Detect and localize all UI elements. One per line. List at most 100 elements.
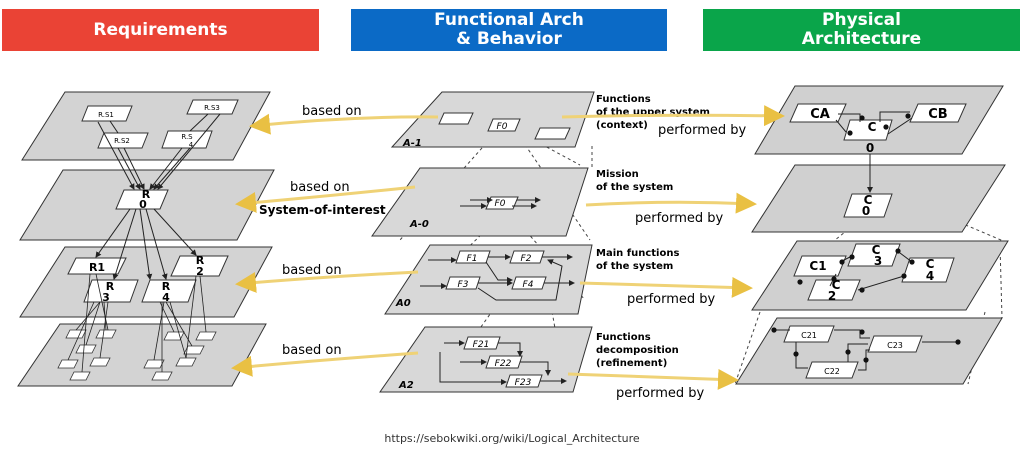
architecture-diagram: R.S1 R.S3 R.S2 R.S 4 R 0 R1 R 2 R 3 R 4 (17, 85, 1009, 401)
func-caption-l1-c: (context) (596, 120, 648, 131)
func-tag-a-1: A-1 (402, 138, 422, 149)
req-label-r3-b: 3 (102, 291, 110, 304)
based-on-label-3: based on (282, 263, 342, 278)
req-label-r0-a: R (142, 188, 151, 201)
phys-label-c2-b: 2 (828, 289, 836, 303)
phys-box-c2 (807, 279, 861, 301)
func-caption-l1-b: of the upper system (596, 107, 710, 118)
func-label-f22: F22 (495, 359, 512, 369)
func-box-f21 (463, 336, 501, 350)
req-plane-3 (19, 246, 273, 318)
func-label-f1: F1 (467, 254, 478, 264)
source-url: https://sebokwiki.org/wiki/Logical_Archi… (384, 432, 640, 445)
based-on-arrows (231, 113, 439, 377)
phys-label-c23: C23 (887, 341, 903, 350)
func-caption-l4-c: (refinement) (596, 358, 667, 369)
func-label-f4: F4 (523, 280, 534, 290)
func-label-f3: F3 (458, 280, 469, 290)
func-tag-a2: A2 (398, 380, 414, 391)
performed-by-label-3: performed by (627, 292, 716, 307)
phys-label-c4-a: C (926, 257, 935, 271)
req-box-r3 (83, 279, 139, 303)
phys-label-c0-top-b: 0 (866, 141, 874, 155)
based-on-label-4: based on (282, 343, 342, 358)
req-box-r2 (170, 255, 229, 277)
func-box-f2 (509, 250, 545, 264)
req-label-r2-a: R (196, 254, 205, 267)
phys-label-c3-b: 3 (874, 254, 882, 268)
phys-label-c21: C21 (801, 331, 817, 340)
req-label-r4-a: R (162, 280, 171, 293)
functional-column: A-1 F0 A-0 F0 A0 F1 F2 F3 F4 (371, 91, 710, 393)
phys-label-cb: CB (928, 107, 947, 122)
func-plane-a-0 (371, 167, 589, 237)
req-label-r0-b: 0 (139, 198, 147, 211)
phys-label-c4-b: 4 (926, 269, 934, 283)
func-box-f0-a-0 (485, 196, 519, 210)
phys-box-c1 (793, 255, 847, 277)
func-box-f0-a-1 (487, 118, 521, 132)
func-tag-a-0: A-0 (409, 219, 429, 230)
func-label-f21: F21 (473, 340, 490, 350)
phys-label-c1: C1 (809, 259, 826, 273)
func-caption-l2-a: Mission (596, 169, 639, 180)
req-box-r0 (115, 189, 169, 210)
req-label-r2-b: 2 (196, 265, 204, 278)
req-label-rs4: R.S (181, 133, 193, 141)
phys-box-cb (909, 103, 967, 123)
performed-by-label-4: performed by (616, 386, 705, 401)
phys-box-c23 (867, 335, 923, 353)
req-box-r4 (141, 279, 197, 303)
phys-label-c0-top-a: C (868, 120, 877, 134)
system-of-interest-label: System-of-interest (259, 203, 386, 217)
req-label-r4-b: 4 (162, 291, 170, 304)
func-caption-l4-b: decomposition (596, 345, 679, 356)
req-label-r1: R1 (89, 261, 105, 274)
req-plane-4 (17, 323, 267, 387)
phys-label-c3-a: C (872, 243, 881, 257)
req-label-rs2: R.S2 (114, 137, 130, 145)
functional-arch-header: Functional Arch& Behavior (351, 9, 667, 51)
func-box-f3 (445, 276, 481, 290)
phys-box-c21 (783, 325, 835, 343)
phys-box-c0-top (843, 119, 893, 141)
based-on-label-2: based on (290, 180, 350, 195)
phys-label-c0-a: C (864, 193, 873, 207)
phys-box-c22 (805, 361, 859, 379)
performed-by-arrows (561, 105, 785, 390)
func-tag-a0: A0 (395, 298, 411, 309)
req-label-rs3: R.S3 (204, 104, 220, 112)
phys-label-c22: C22 (824, 367, 840, 376)
req-label-rs1: R.S1 (98, 111, 114, 119)
based-on-label-1: based on (302, 104, 362, 119)
req-box-rs4 (161, 130, 213, 149)
phys-label-c0-b: 0 (862, 204, 870, 218)
performed-by-label-2: performed by (635, 211, 724, 226)
func-label-f2: F2 (521, 254, 532, 264)
req-label-rs4-b: 4 (189, 141, 194, 149)
func-label-f0-a-0: F0 (495, 199, 506, 209)
func-box-f4 (511, 276, 547, 290)
req-detail-boxes (57, 329, 217, 381)
req-box-rs1 (81, 105, 133, 122)
func-box-f23 (505, 374, 543, 388)
phys-label-c2-a: C (832, 278, 841, 292)
requirements-header: Requirements (2, 9, 319, 51)
func-caption-l3-a: Main functions (596, 248, 679, 259)
func-box-f1 (455, 250, 491, 264)
req-label-r3-a: R (106, 280, 115, 293)
func-box-f22 (485, 355, 523, 369)
req-box-rs3 (186, 99, 239, 115)
func-label-f23: F23 (515, 378, 532, 388)
requirements-column: R.S1 R.S3 R.S2 R.S 4 R 0 R1 R 2 R 3 R 4 (17, 91, 275, 387)
func-label-f0-a-1: F0 (497, 122, 508, 132)
func-caption-l2-b: of the system (596, 182, 673, 193)
phys-box-c0 (843, 193, 893, 218)
func-caption-l3-b: of the system (596, 261, 673, 272)
func-caption-l4-a: Functions (596, 332, 651, 343)
performed-by-label-1: performed by (658, 123, 747, 138)
physical-column: CA CB C 0 C 0 C1 C 3 C 2 C (734, 85, 1009, 385)
phys-label-ca: CA (810, 107, 830, 122)
func-caption-l1-a: Functions (596, 94, 651, 105)
